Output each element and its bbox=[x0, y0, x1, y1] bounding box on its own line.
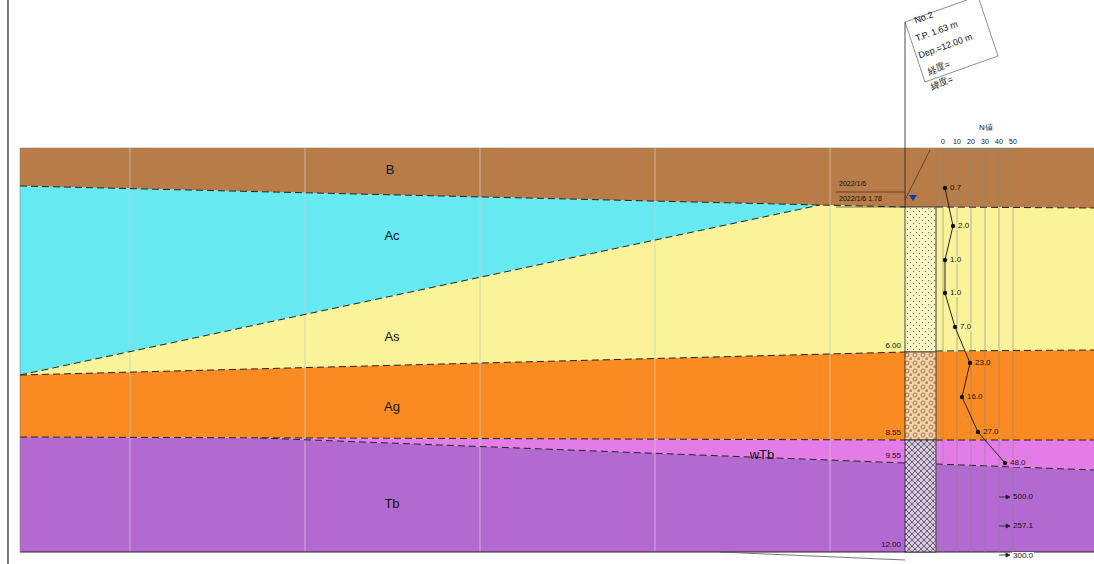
drawing-line bbox=[7, 0, 8, 564]
axis-tick: 40 bbox=[994, 138, 1004, 145]
depth-label: 8.55 bbox=[884, 429, 902, 437]
drawing-circle bbox=[953, 325, 957, 329]
n-value: 0.7 bbox=[949, 184, 962, 192]
drawing-line bbox=[985, 150, 986, 552]
layer-name: wTb bbox=[750, 448, 775, 462]
drawing-circle bbox=[968, 361, 972, 365]
fill-layer-band: B bbox=[383, 162, 398, 178]
n-value: 48.0 bbox=[1009, 459, 1027, 467]
drawing-line bbox=[20, 352, 905, 375]
drawing-line bbox=[936, 148, 937, 552]
axis-tick: 50 bbox=[1008, 138, 1018, 145]
drawing-polygon bbox=[1006, 524, 1010, 528]
n-value: 16.0 bbox=[966, 393, 984, 401]
drawing-line bbox=[20, 148, 21, 552]
layer-name: Ag bbox=[384, 400, 400, 414]
drawing-line bbox=[20, 437, 905, 440]
n-value: 500.0 bbox=[1012, 493, 1034, 501]
drawing-g bbox=[943, 186, 1007, 465]
drawing-polygon bbox=[905, 0, 998, 82]
drawing-line bbox=[260, 438, 905, 463]
axis-title: N値 bbox=[978, 124, 994, 132]
n-value: 27.0 bbox=[982, 428, 1000, 436]
n-value: 2.0 bbox=[957, 222, 970, 230]
drawing-g bbox=[999, 495, 1010, 557]
layer-name: As bbox=[384, 330, 399, 344]
drawing-line bbox=[943, 150, 944, 552]
drawing-line bbox=[943, 150, 1013, 151]
drawing-circle bbox=[951, 224, 955, 228]
water-level-date: 2022/1/6 bbox=[838, 180, 867, 187]
n-value: 23.0 bbox=[974, 359, 992, 367]
drawing-line bbox=[999, 150, 1000, 552]
drawing-line bbox=[836, 192, 905, 193]
drawing-polygon bbox=[1006, 495, 1010, 499]
drawing-line bbox=[130, 148, 131, 552]
depth-label: 6.00 bbox=[884, 342, 902, 350]
drawing-line bbox=[1013, 150, 1014, 552]
drawing-circle bbox=[1003, 461, 1007, 465]
axis-tick: 0 bbox=[940, 138, 946, 145]
n-value: 257.1 bbox=[1012, 522, 1034, 530]
drawing-circle bbox=[943, 186, 947, 190]
drawing-line bbox=[305, 148, 306, 552]
drawing-g bbox=[936, 148, 1013, 552]
n-value: 7.0 bbox=[959, 323, 972, 331]
n-value: 1.0 bbox=[949, 256, 962, 264]
drawing-polygon bbox=[20, 205, 1094, 375]
sand-layer-band: As bbox=[381, 329, 402, 345]
drawing-line bbox=[936, 350, 1094, 351]
layer-name: Tb bbox=[384, 497, 399, 511]
drawing-polyline bbox=[945, 188, 1005, 463]
layer-name: Ac bbox=[384, 229, 399, 243]
drawing-rect bbox=[905, 352, 936, 440]
layer-name: B bbox=[386, 163, 395, 177]
axis-tick: 30 bbox=[980, 138, 990, 145]
drawing-rect bbox=[905, 207, 936, 352]
gravel-layer-band: Ag bbox=[381, 399, 403, 415]
drawing-line bbox=[936, 207, 1094, 208]
drawing-g bbox=[20, 186, 1094, 470]
n-value: 300.0 bbox=[1012, 552, 1034, 560]
depth-label: 12.00 bbox=[880, 541, 902, 549]
water-level-date: 2022/1/6 1.78 bbox=[838, 195, 883, 202]
weathered-rock-band: wTb bbox=[747, 447, 778, 463]
drawing-line bbox=[480, 148, 481, 552]
drawing-polyline bbox=[20, 186, 905, 207]
drawing-circle bbox=[960, 395, 964, 399]
latitude: 緯度= bbox=[928, 75, 955, 93]
drawing-circle bbox=[943, 258, 947, 262]
drawing-line bbox=[20, 148, 1094, 149]
drawing-line bbox=[971, 150, 972, 552]
drawing-line bbox=[655, 148, 656, 552]
drawing-line bbox=[936, 440, 1094, 441]
drawing-g bbox=[130, 148, 830, 552]
depth-label: 9.55 bbox=[884, 452, 902, 460]
drawing-circle bbox=[943, 291, 947, 295]
n-value: 1.0 bbox=[949, 289, 962, 297]
drawing-line bbox=[836, 207, 905, 208]
drawing-rect bbox=[905, 440, 936, 552]
drawing-line bbox=[720, 552, 905, 560]
axis-tick: 20 bbox=[966, 138, 976, 145]
axis-tick: 10 bbox=[952, 138, 962, 145]
rock-layer-band: Tb bbox=[381, 496, 402, 512]
drawing-line bbox=[905, 150, 930, 200]
drawing-polygon bbox=[909, 195, 917, 201]
drawing-line bbox=[957, 150, 958, 552]
clay-layer-band: Ac bbox=[381, 228, 402, 244]
drawing-line bbox=[905, 22, 906, 207]
borehole-name: No.2 bbox=[912, 10, 935, 26]
drawing-line bbox=[830, 148, 831, 552]
drawing-line bbox=[20, 205, 820, 375]
drawing-polygon bbox=[20, 437, 1094, 552]
drawing-polygon bbox=[1006, 553, 1010, 557]
drawing-polygon bbox=[20, 350, 1094, 440]
drawing-circle bbox=[976, 430, 980, 434]
